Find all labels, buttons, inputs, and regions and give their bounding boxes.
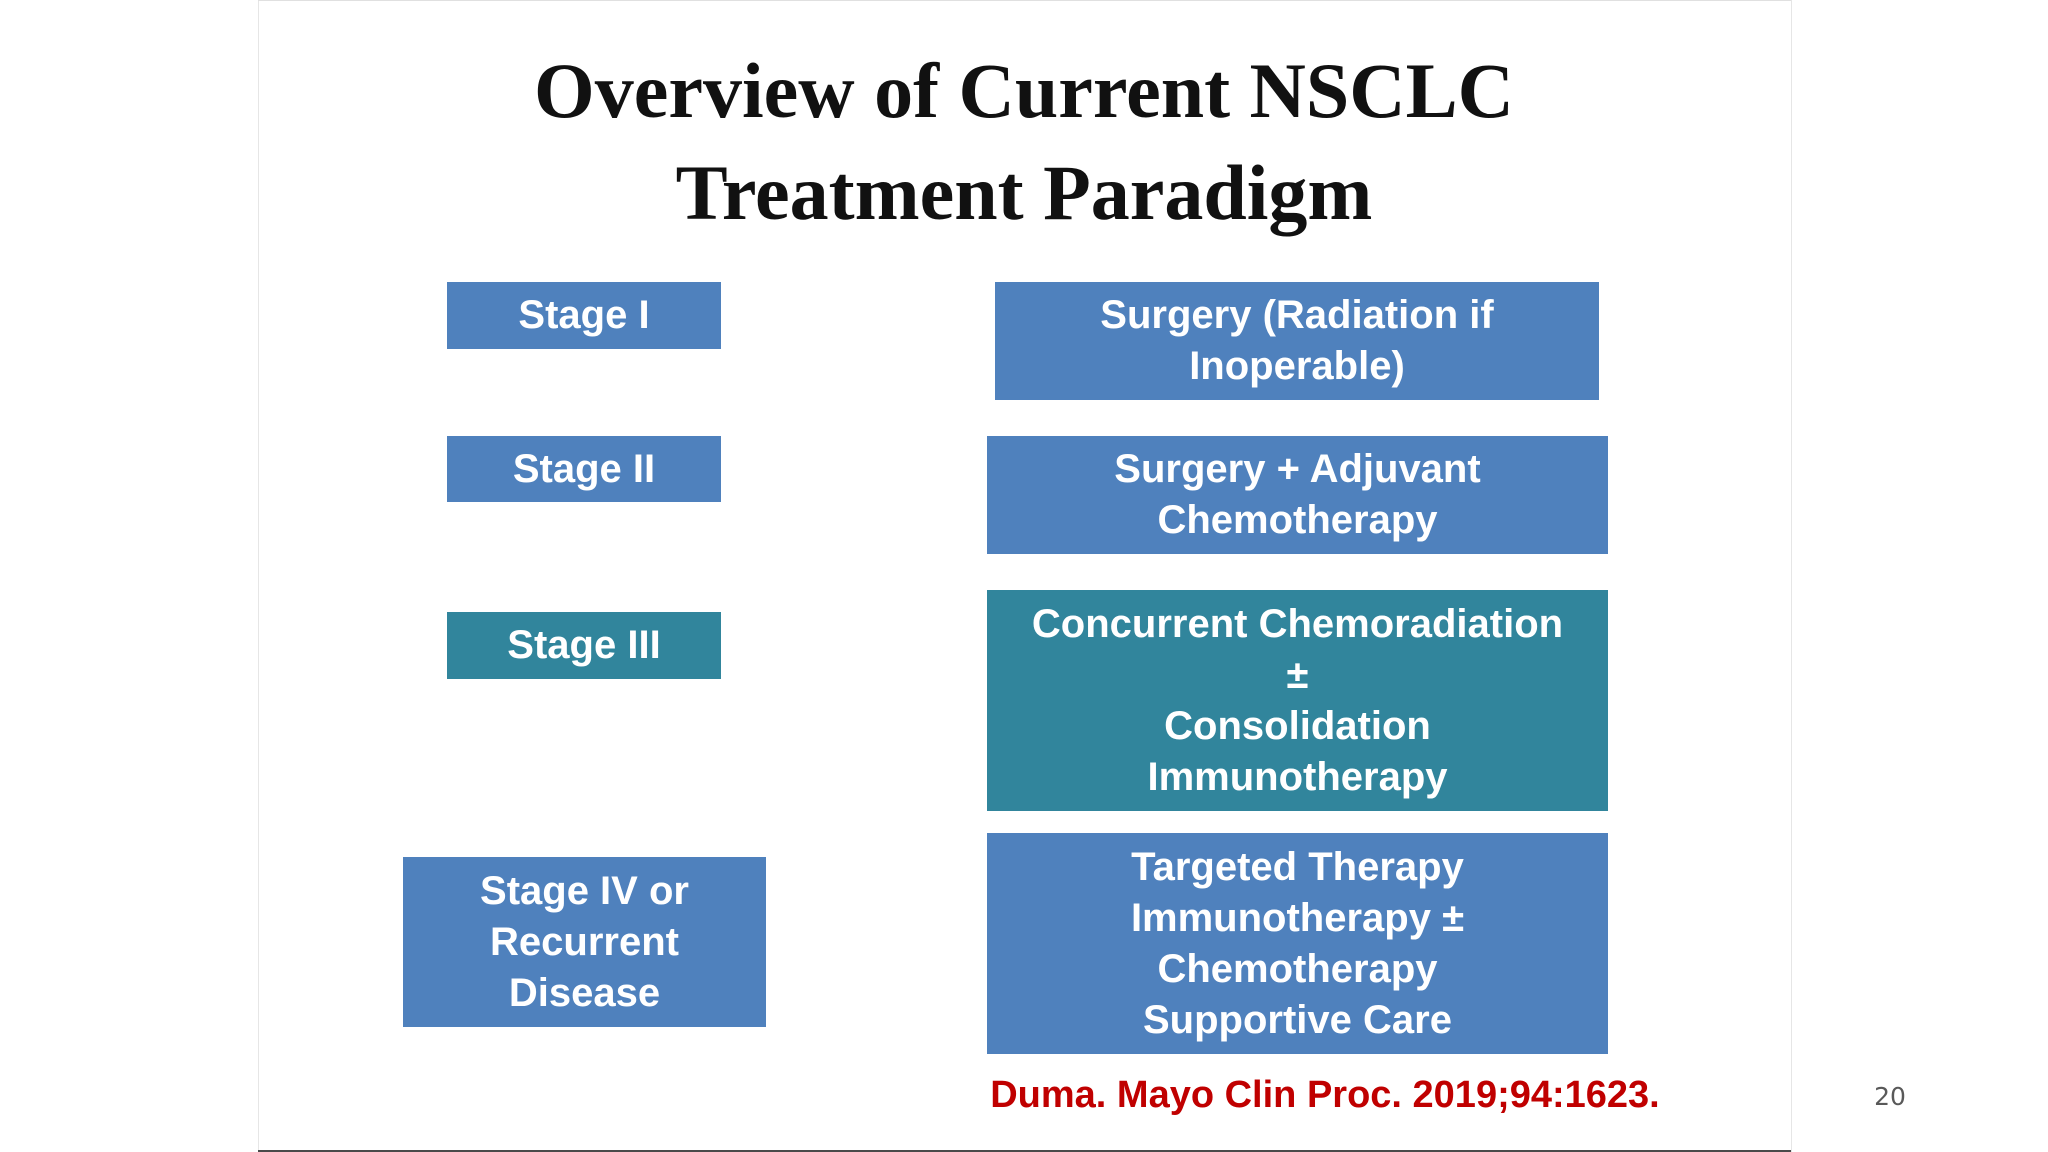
stage-4-box: Stage IV or Recurrent Disease — [403, 857, 766, 1027]
slide-title: Overview of Current NSCLC Treatment Para… — [258, 40, 1790, 244]
slide-title-line-1: Overview of Current NSCLC — [534, 47, 1514, 134]
stage-1-box: Stage I — [447, 282, 721, 349]
stage-3-box: Stage III — [447, 612, 721, 679]
slide-page-number: 20 — [1874, 1082, 1906, 1111]
treatment-stage-3-box: Concurrent Chemoradiation ± Consolidatio… — [987, 590, 1608, 811]
treatment-stage-4-box: Targeted Therapy Immunotherapy ± Chemoth… — [987, 833, 1608, 1054]
treatment-stage-1-box: Surgery (Radiation if Inoperable) — [995, 282, 1599, 400]
treatment-stage-2-box: Surgery + Adjuvant Chemotherapy — [987, 436, 1608, 554]
citation-reference: Duma. Mayo Clin Proc. 2019;94:1623. — [990, 1074, 1660, 1116]
slide-title-line-2: Treatment Paradigm — [675, 149, 1373, 236]
slide-top-border — [258, 0, 1791, 1]
slide-bottom-border — [258, 1150, 1791, 1152]
stage-2-box: Stage II — [447, 436, 721, 502]
